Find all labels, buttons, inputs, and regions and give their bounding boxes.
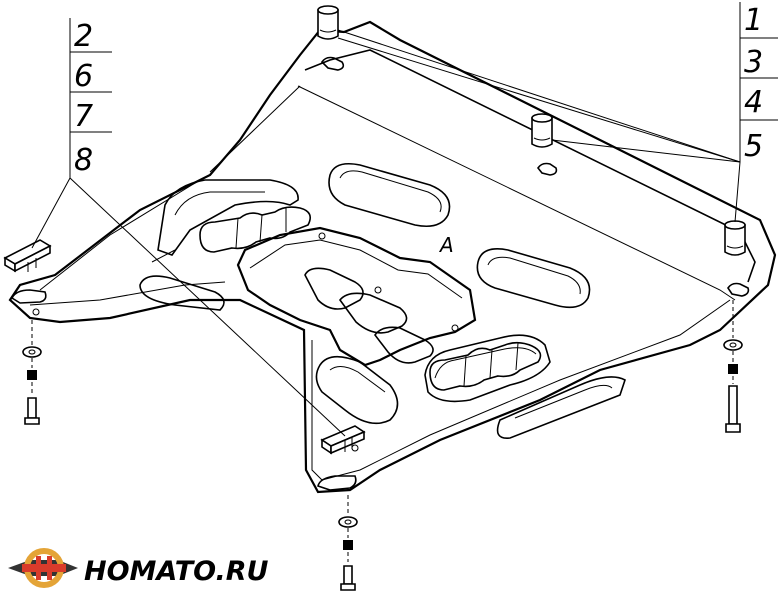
leader-line-top-spacer-2	[337, 37, 741, 163]
clip-nut-left	[3, 239, 52, 273]
callout-label-1: 1	[744, 3, 763, 38]
fastener-stack-right	[723, 300, 743, 433]
callout-column-right: 1 3 4 5	[337, 2, 778, 223]
leader-line-left-clip	[31, 177, 71, 249]
brand-logo: HOMATO.RU	[8, 548, 269, 588]
leader-line-bottom-clip	[69, 177, 346, 437]
callout-label-2: 2	[74, 19, 93, 54]
spacer-bushing-middle	[531, 113, 553, 148]
callout-label-8: 8	[74, 143, 93, 178]
callout-label-5: 5	[744, 129, 763, 164]
callout-label-3: 3	[744, 45, 763, 80]
spacer-bushing-right	[724, 220, 746, 256]
callout-label-7: 7	[74, 99, 93, 134]
leader-line-right-spacer	[734, 161, 741, 223]
plate-mark: A	[438, 233, 454, 257]
callout-label-4: 4	[744, 85, 763, 120]
skid-plate: A	[8, 20, 777, 494]
leader-line-middle-spacer	[551, 139, 741, 163]
callout-label-6: 6	[74, 59, 93, 94]
fastener-stack-bottom	[338, 495, 358, 591]
callout-column-left: 2 6 7 8	[31, 18, 346, 437]
brand-emblem-icon	[8, 548, 78, 588]
brand-name: HOMATO.RU	[84, 556, 269, 587]
clip-nut-bottom	[320, 425, 366, 455]
fastener-stack-left	[22, 320, 42, 425]
spacer-bushing-top	[317, 5, 339, 40]
leader-line-top-spacer	[337, 29, 741, 163]
